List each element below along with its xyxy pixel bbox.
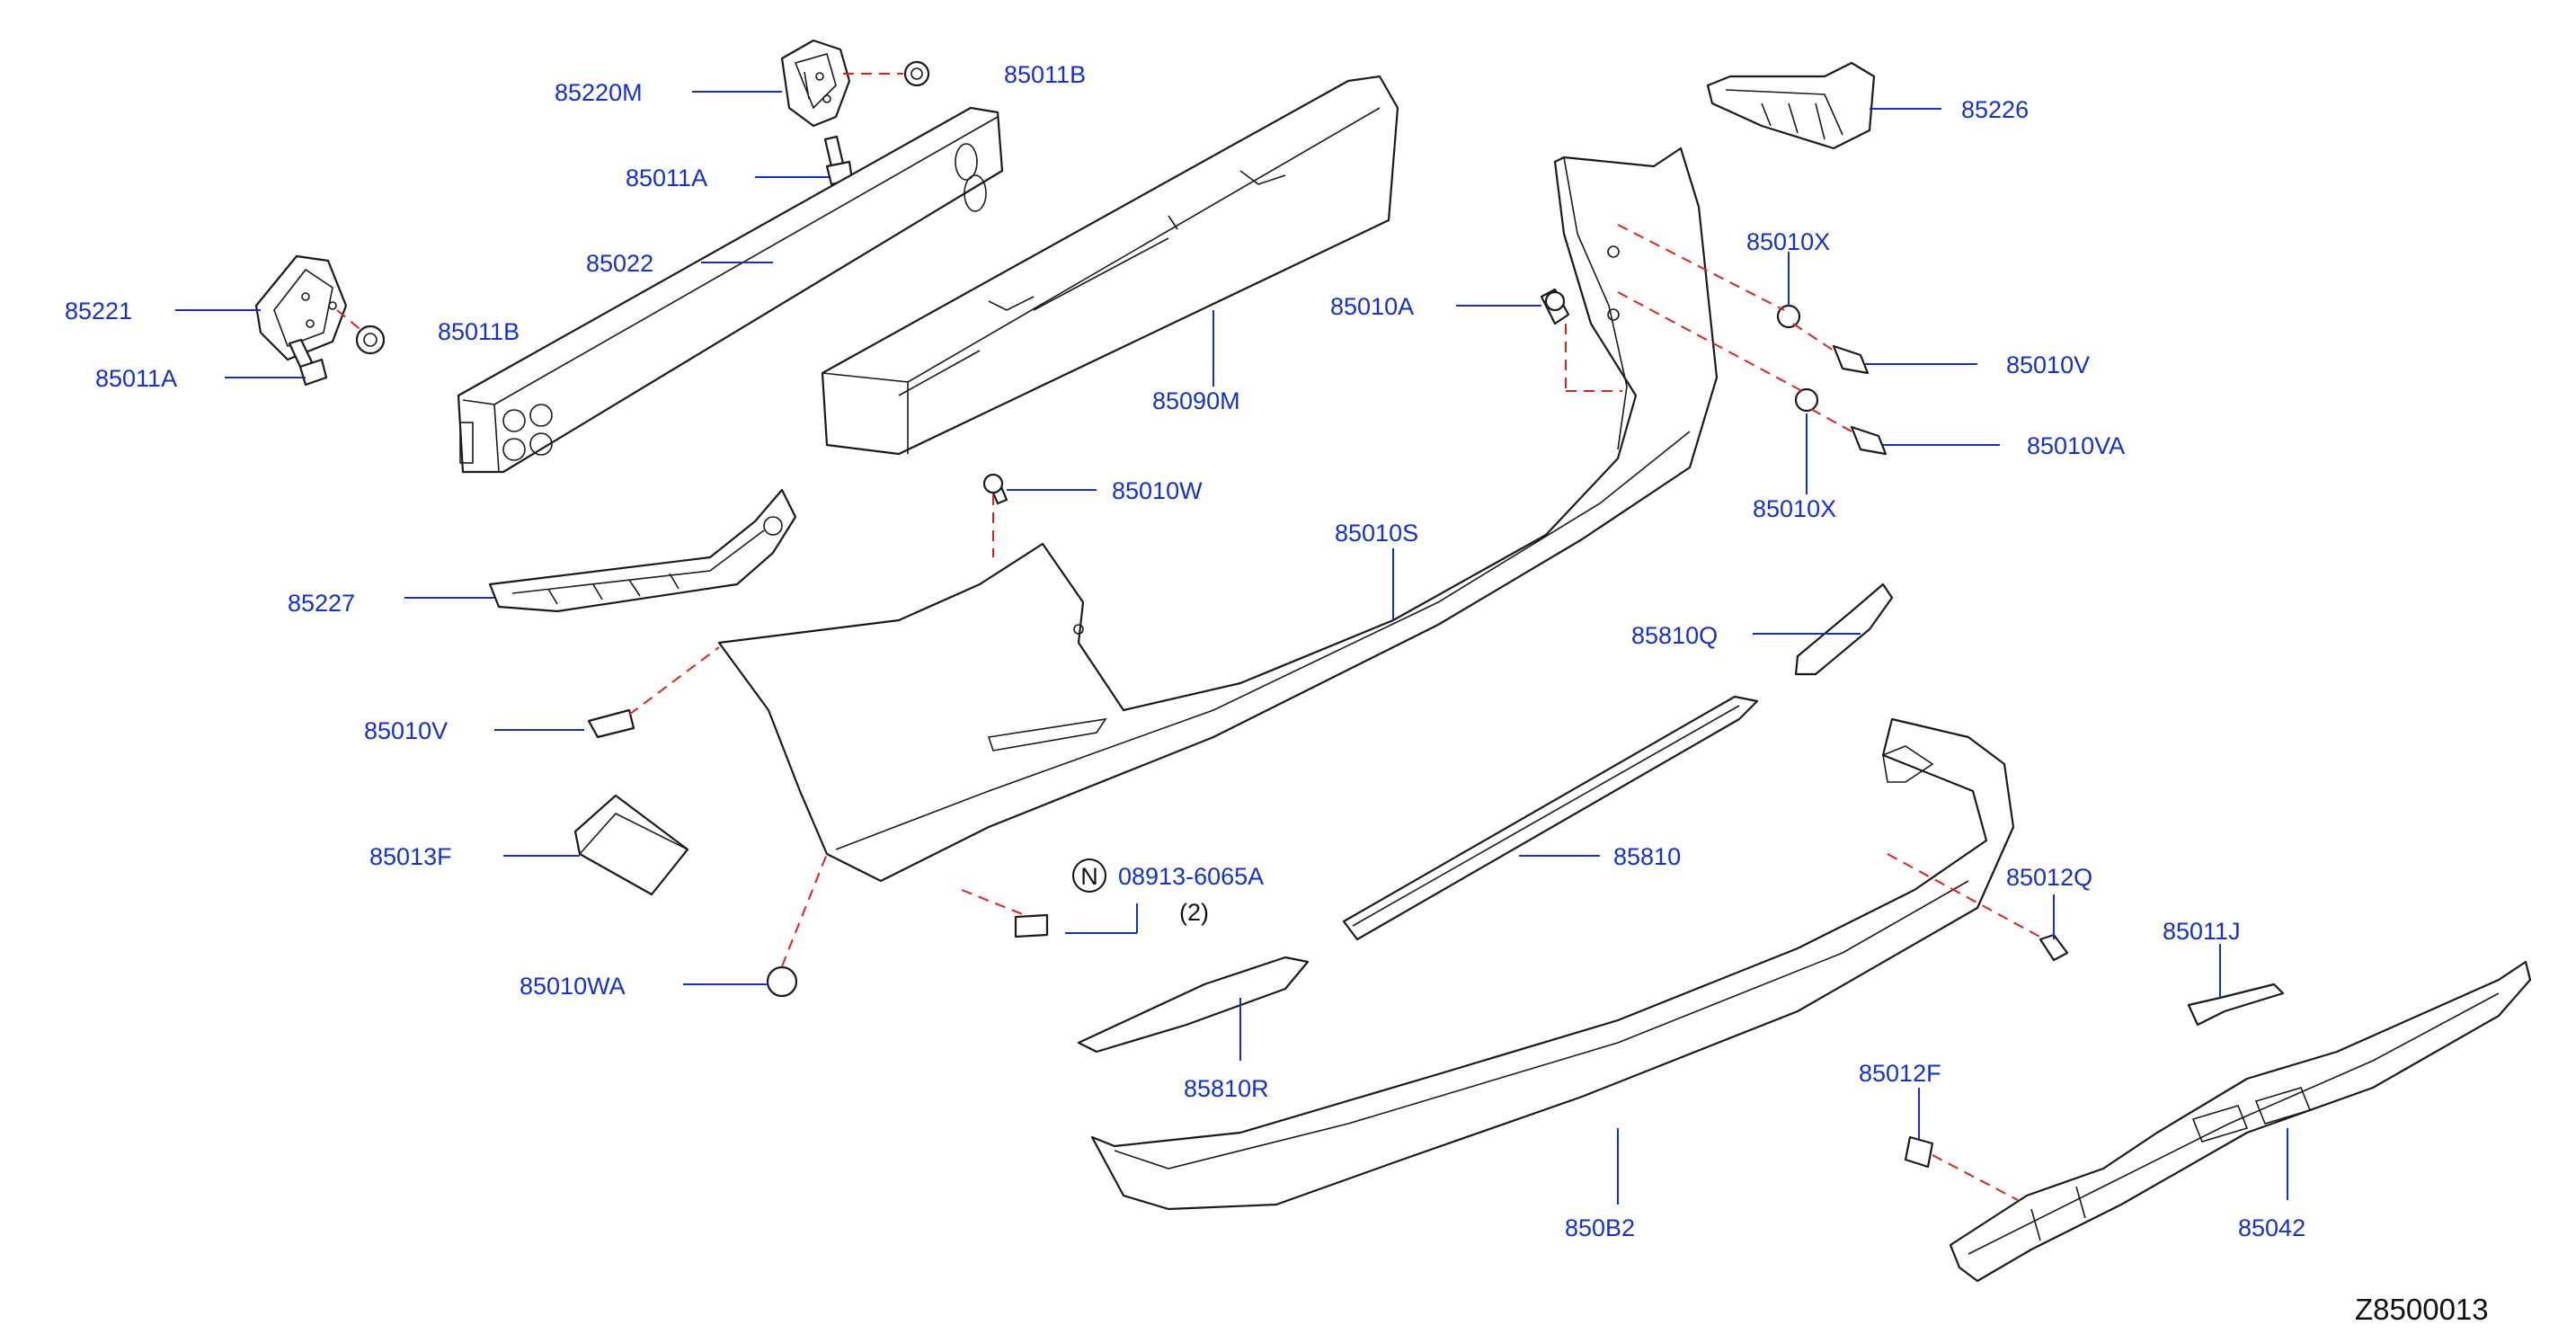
clip-85011J-drawing bbox=[2187, 983, 2285, 1027]
bolt-85011A-left-drawing bbox=[288, 338, 328, 387]
n-marker-circle bbox=[1072, 858, 1106, 893]
callout-85042[interactable]: 85042 bbox=[2238, 1214, 2305, 1241]
callout-85012Q[interactable]: 85012Q bbox=[2006, 864, 2092, 891]
callout-85011A-top[interactable]: 85011A bbox=[626, 165, 707, 191]
callout-85226[interactable]: 85226 bbox=[1961, 96, 2029, 123]
molding-85810Q-drawing bbox=[1794, 583, 1894, 676]
fasteners-drawing bbox=[587, 288, 2069, 1169]
callout-85227[interactable]: 85227 bbox=[288, 590, 355, 617]
callout-85010VA[interactable]: 85010VA bbox=[2027, 432, 2125, 459]
callout-08913-6065A[interactable]: 08913-6065A bbox=[1118, 863, 1264, 890]
callout-85022[interactable]: 85022 bbox=[586, 250, 653, 277]
bracket-85226-drawing bbox=[1706, 61, 1876, 150]
bracket-85042-drawing bbox=[1949, 960, 2532, 1283]
strip-85810-drawing bbox=[1342, 695, 1759, 941]
callout-85011J[interactable]: 85011J bbox=[2163, 918, 2241, 945]
bracket-85221-drawing bbox=[254, 254, 348, 361]
nut-85011B-top-drawing bbox=[903, 60, 930, 87]
callout-85010X-bottom[interactable]: 85010X bbox=[1753, 495, 1836, 522]
nut-85011B-left-drawing bbox=[355, 325, 386, 355]
callout-85810Q[interactable]: 85810Q bbox=[1631, 622, 1718, 649]
callout-85010W[interactable]: 85010W bbox=[1112, 477, 1203, 504]
callout-85010A[interactable]: 85010A bbox=[1330, 293, 1414, 320]
callout-85090M[interactable]: 85090M bbox=[1152, 387, 1240, 414]
callout-85220M[interactable]: 85220M bbox=[555, 79, 643, 106]
callout-85221[interactable]: 85221 bbox=[65, 298, 132, 325]
callout-85810R[interactable]: 85810R bbox=[1184, 1075, 1269, 1102]
callout-85010V-left[interactable]: 85010V bbox=[364, 717, 448, 744]
n-marker-text: N bbox=[1080, 863, 1098, 890]
leader-lines bbox=[175, 91, 2288, 1205]
fascia-85010S-drawing bbox=[717, 147, 1719, 883]
callout-85010WA[interactable]: 85010WA bbox=[520, 973, 626, 1000]
callout-85010S[interactable]: 85010S bbox=[1335, 520, 1418, 547]
diagram-id: Z8500013 bbox=[2355, 1293, 2489, 1326]
fascia-850B2-drawing bbox=[1090, 717, 2015, 1211]
bracket-85220M-drawing bbox=[780, 39, 851, 128]
absorber-85090M-drawing bbox=[821, 75, 1399, 456]
callout-85011A-left[interactable]: 85011A bbox=[95, 365, 177, 392]
bolt-85011A-top-drawing bbox=[823, 135, 854, 186]
bracket-85227-drawing bbox=[488, 488, 797, 613]
molding-85810R-drawing bbox=[1077, 956, 1310, 1054]
callout-85012F[interactable]: 85012F bbox=[1859, 1060, 1941, 1087]
beam-85022-drawing bbox=[457, 106, 1004, 474]
callout-85810[interactable]: 85810 bbox=[1613, 843, 1681, 870]
foam-85013F-drawing bbox=[573, 794, 689, 896]
callout-85010X-top[interactable]: 85010X bbox=[1746, 228, 1830, 255]
callout-85010V-right[interactable]: 85010V bbox=[2006, 351, 2090, 378]
callout-85013F[interactable]: 85013F bbox=[369, 843, 452, 870]
quantity-note: (2) bbox=[1179, 899, 1209, 926]
callout-850B2[interactable]: 850B2 bbox=[1565, 1214, 1635, 1241]
callout-85011B-left[interactable]: 85011B bbox=[438, 318, 520, 345]
dashed-connectors bbox=[336, 73, 2046, 1201]
callout-85011B-top[interactable]: 85011B bbox=[1004, 61, 1086, 88]
